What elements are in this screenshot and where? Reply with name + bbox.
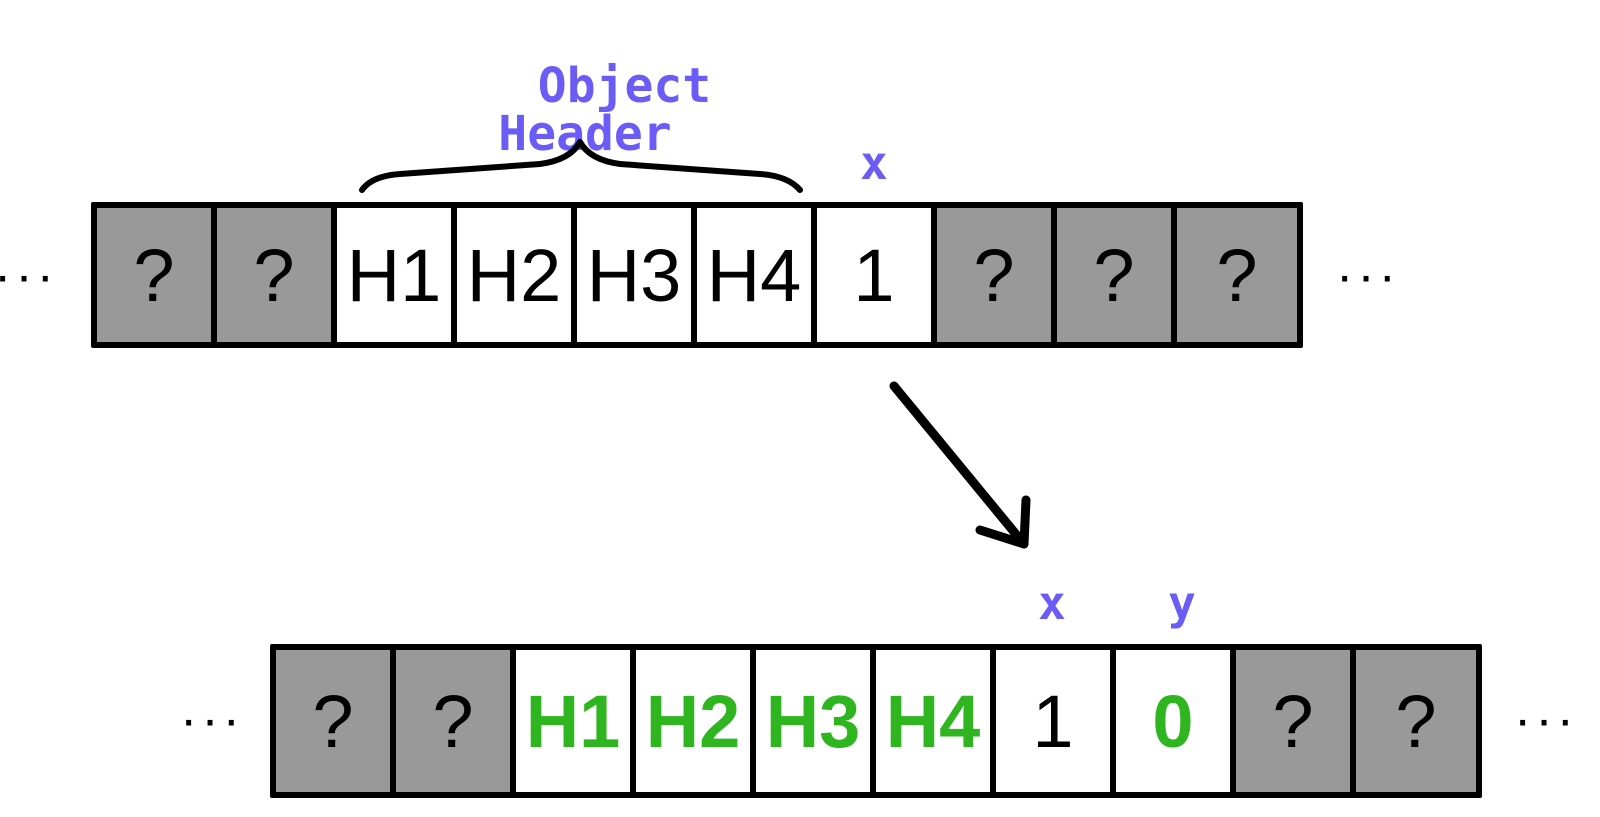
top-row-cell: H4 bbox=[697, 208, 817, 342]
top-left-ellipsis: ··· bbox=[0, 247, 58, 305]
bottom-row-cell: ? bbox=[276, 650, 396, 792]
bottom-row-cell: ? bbox=[396, 650, 516, 792]
bottom-row-cell: H3 bbox=[756, 650, 876, 792]
bottom-row-cell: H4 bbox=[876, 650, 996, 792]
top-row-cell: ? bbox=[217, 208, 337, 342]
top-row-cell: H2 bbox=[457, 208, 577, 342]
bottom-right-ellipsis: ··· bbox=[1514, 691, 1578, 749]
header-brace bbox=[359, 139, 803, 193]
bottom-left-ellipsis: ··· bbox=[180, 691, 244, 749]
top-var-label-x: x bbox=[860, 136, 888, 190]
transform-arrow-head bbox=[975, 495, 1031, 549]
object-header-label-text: Object Header bbox=[498, 58, 712, 162]
top-row-cell: ? bbox=[1057, 208, 1177, 342]
top-row-cell: ? bbox=[937, 208, 1057, 342]
object-header-label: Object Header bbox=[480, 14, 711, 158]
bottom-var-label-x: x bbox=[1038, 576, 1066, 630]
top-row-cell: ? bbox=[97, 208, 217, 342]
bottom-var-label-y: y bbox=[1168, 576, 1196, 630]
bottom-row-cell: ? bbox=[1236, 650, 1356, 792]
bottom-row-cell: 0 bbox=[1116, 650, 1236, 792]
top-row-cell: H1 bbox=[337, 208, 457, 342]
bottom-row-cell: H2 bbox=[636, 650, 756, 792]
bottom-row-cell: H1 bbox=[516, 650, 636, 792]
top-right-ellipsis: ··· bbox=[1336, 247, 1400, 305]
transform-arrow-shaft bbox=[889, 381, 1029, 549]
bottom-row-cell: ? bbox=[1356, 650, 1476, 792]
top-row-cell: H3 bbox=[577, 208, 697, 342]
bottom-row-cell: 1 bbox=[996, 650, 1116, 792]
top-row-cell: ? bbox=[1177, 208, 1297, 342]
top-row-cell: 1 bbox=[817, 208, 937, 342]
